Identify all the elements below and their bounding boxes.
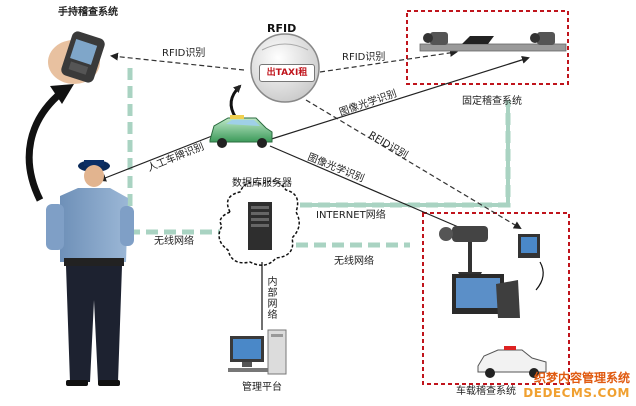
internal-network-label: 内部网络 [265, 276, 276, 320]
vehicle-system-label: 车载稽查系统 [456, 386, 516, 397]
officer-to-handheld-arrowhead [50, 84, 74, 104]
rfid-to-handheld-arrow [110, 52, 245, 71]
taxi-plate: 出TAXI租 [259, 64, 315, 82]
handheld-device-icon [48, 31, 105, 84]
db-server-label: 数据库服务器 [232, 178, 292, 189]
rfid-id-left-label: RFID识别 [162, 48, 206, 59]
rfid-to-fixed-arrow [319, 48, 458, 73]
officer-to-handheld-arrow [25, 89, 65, 202]
rfid-label: RFID [267, 22, 297, 35]
police-car-icon [477, 346, 547, 378]
internet-label: INTERNET网络 [316, 210, 386, 221]
fixed-system-label: 固定稽查系统 [462, 96, 522, 107]
vehicle-equipment-icon [439, 226, 544, 318]
manual-plate-arrow [98, 135, 213, 182]
watermark-line2: DEDECMS.COM [523, 386, 630, 400]
vehicle-system-box [422, 212, 570, 385]
server-icon [218, 180, 300, 266]
watermark: 织梦内容管理系统 DEDECMS.COM [523, 369, 630, 400]
dashed-arrows [110, 48, 522, 230]
computer-icon [228, 329, 287, 375]
image-to-vehicle-arrow [269, 145, 472, 234]
rfid-id-right-label: RFID识别 [342, 52, 386, 63]
taxi-icon [209, 115, 273, 148]
internet-link-solid [300, 100, 510, 207]
rfid-to-vehicle-arrow [305, 99, 522, 230]
handheld-system-label: 手持稽查系统 [58, 7, 118, 18]
wireless-left-label: 无线网络 [154, 236, 194, 247]
management-label: 管理平台 [242, 382, 282, 393]
police-officer-icon [46, 160, 134, 386]
watermark-line1: 织梦内容管理系统 [533, 371, 630, 385]
wireless-right-label: 无线网络 [334, 256, 374, 267]
solid-arrows [98, 55, 530, 234]
taxi-to-rfid-arrow [229, 84, 242, 119]
image-to-fixed-arrow [261, 55, 530, 143]
fixed-system-box [406, 10, 569, 85]
camera-rail-icon [419, 32, 567, 52]
